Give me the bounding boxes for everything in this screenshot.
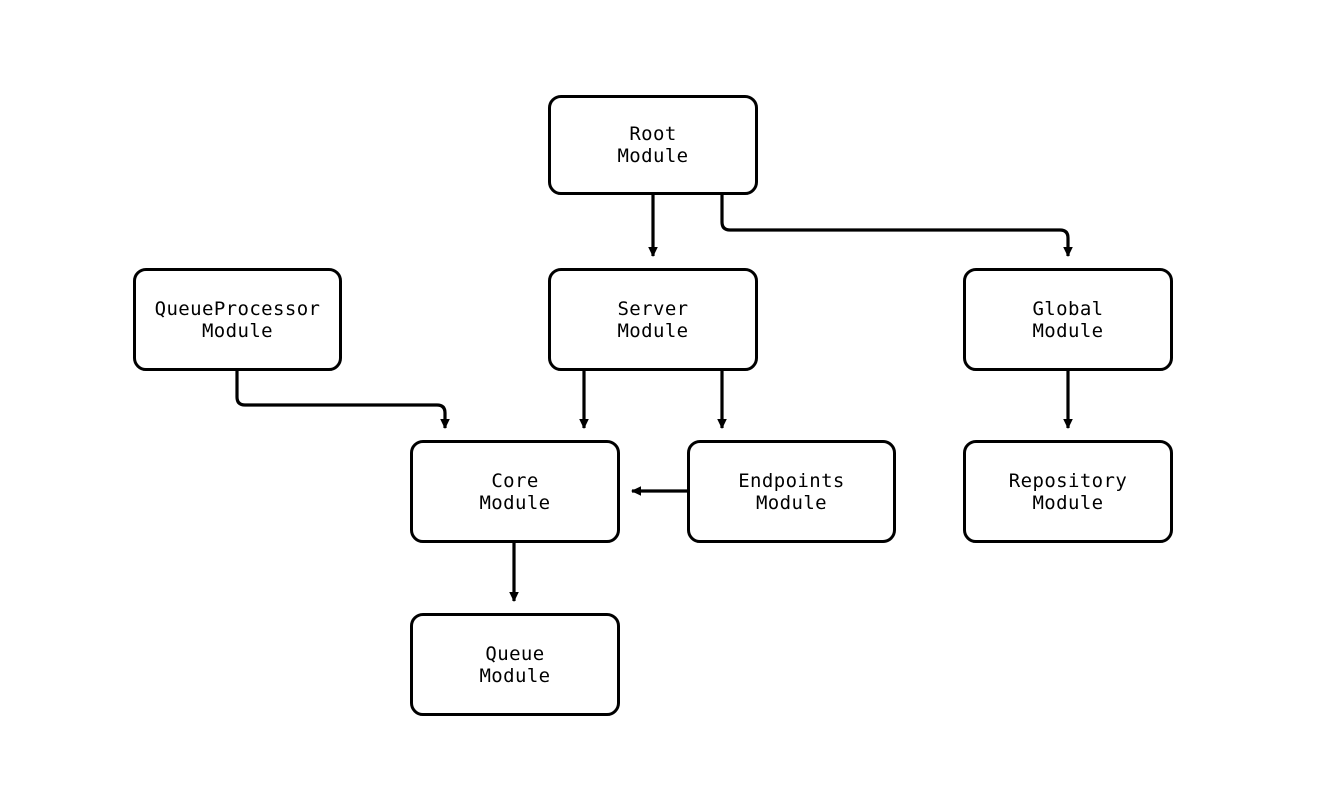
- node-root-module-line1: Root: [629, 123, 677, 145]
- node-endpoints-module-line2: Module: [755, 491, 828, 514]
- node-queue-module[interactable]: Queue Module: [410, 613, 620, 716]
- node-core-module-line2: Module: [479, 491, 551, 514]
- node-root-module-line2: Module: [617, 145, 689, 167]
- node-queueprocessor-module-line1: QueueProcessor: [154, 297, 321, 320]
- node-server-module-line1: Server: [617, 297, 689, 320]
- node-repository-module[interactable]: Repository Module: [963, 440, 1173, 543]
- node-global-module-line2: Module: [1032, 319, 1104, 342]
- node-server-module[interactable]: Server Module: [548, 268, 758, 371]
- node-endpoints-module-line1: Endpoints: [738, 469, 845, 492]
- node-core-module[interactable]: Core Module: [410, 440, 620, 543]
- edge-root-to-global: [720, 195, 1073, 258]
- edge-queueprocessor-to-core: [235, 371, 450, 430]
- node-queue-module-line2: Module: [479, 664, 551, 687]
- node-core-module-line1: Core: [491, 469, 539, 492]
- node-global-module-line1: Global: [1032, 297, 1104, 320]
- node-repository-module-line1: Repository: [1008, 469, 1128, 492]
- node-queue-module-line1: Queue: [485, 642, 545, 665]
- node-server-module-line2: Module: [617, 319, 689, 342]
- node-endpoints-module[interactable]: Endpoints Module: [687, 440, 896, 543]
- node-queueprocessor-module[interactable]: QueueProcessor Module: [133, 268, 342, 371]
- node-repository-module-line2: Module: [1032, 491, 1104, 514]
- node-root-module[interactable]: Root Module: [548, 95, 758, 195]
- node-queueprocessor-module-line2: Module: [201, 319, 274, 342]
- node-global-module[interactable]: Global Module: [963, 268, 1173, 371]
